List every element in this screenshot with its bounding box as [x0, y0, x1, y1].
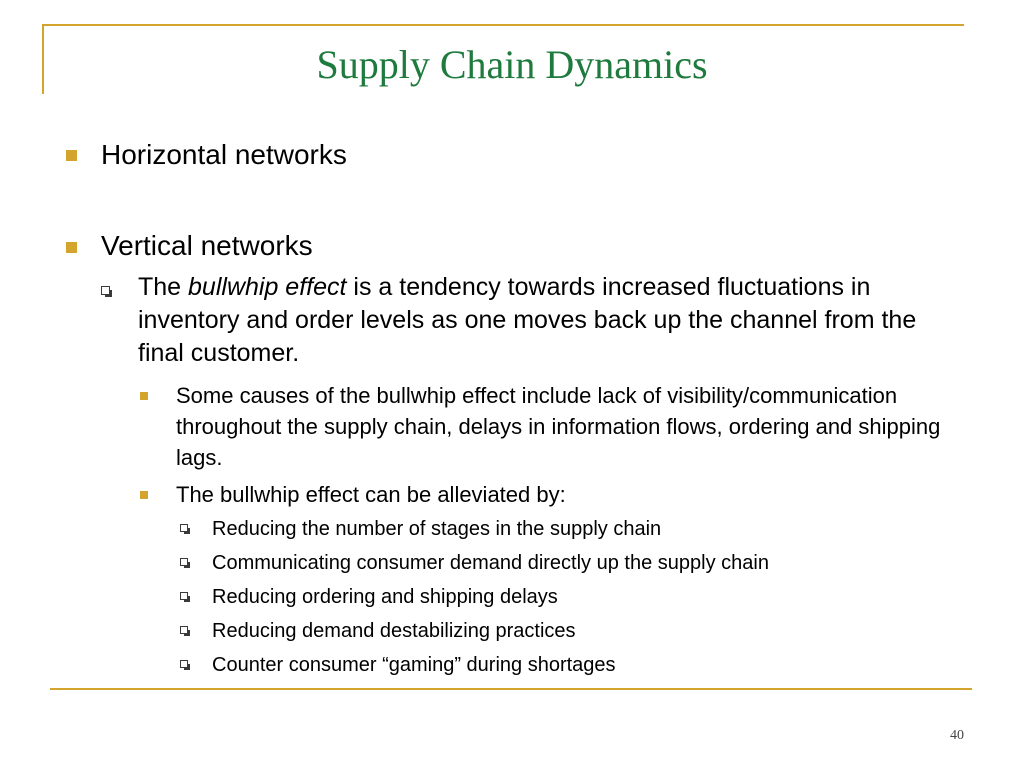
- slide-content: Horizontal networks Vertical networks Th…: [66, 139, 941, 676]
- slide-frame-left: [42, 24, 44, 94]
- bullwhip-term: bullwhip effect: [188, 273, 347, 301]
- remedy-item: Counter consumer “gaming” during shortag…: [212, 654, 616, 676]
- footer-divider: [50, 688, 972, 690]
- hollow-square-bullet-icon: [180, 660, 190, 670]
- bullwhip-rest-text: is a tendency towards increased fluctuat…: [138, 273, 917, 367]
- hollow-square-bullet-icon: [180, 558, 190, 568]
- square-bullet-icon: [140, 392, 148, 400]
- remedy-item: Reducing the number of stages in the sup…: [212, 518, 662, 540]
- hollow-square-bullet-icon: [101, 286, 112, 297]
- square-bullet-icon: [140, 491, 148, 499]
- page-number: 40: [950, 728, 964, 743]
- square-bullet-icon: [66, 150, 77, 161]
- bullet-alleviated: The bullwhip effect can be alleviated by…: [176, 482, 566, 507]
- bullet-vertical-networks: Vertical networks: [101, 230, 313, 261]
- remedy-item: Communicating consumer demand directly u…: [212, 552, 769, 574]
- slide-title: Supply Chain Dynamics: [316, 42, 708, 87]
- square-bullet-icon: [66, 242, 77, 253]
- bullet-causes: Some causes of the bullwhip effect inclu…: [176, 383, 941, 470]
- hollow-square-bullet-icon: [180, 626, 190, 636]
- bullet-bullwhip-definition: The bullwhip effect is a tendency toward…: [138, 271, 928, 370]
- hollow-square-bullet-icon: [180, 592, 190, 602]
- remedy-item: Reducing demand destabilizing practices: [212, 620, 576, 642]
- hollow-square-bullet-icon: [180, 524, 190, 534]
- bullet-horizontal-networks: Horizontal networks: [101, 139, 347, 170]
- remedy-item: Reducing ordering and shipping delays: [212, 586, 558, 608]
- bullwhip-intro-text: The: [138, 273, 189, 301]
- slide-frame-top: [42, 24, 964, 26]
